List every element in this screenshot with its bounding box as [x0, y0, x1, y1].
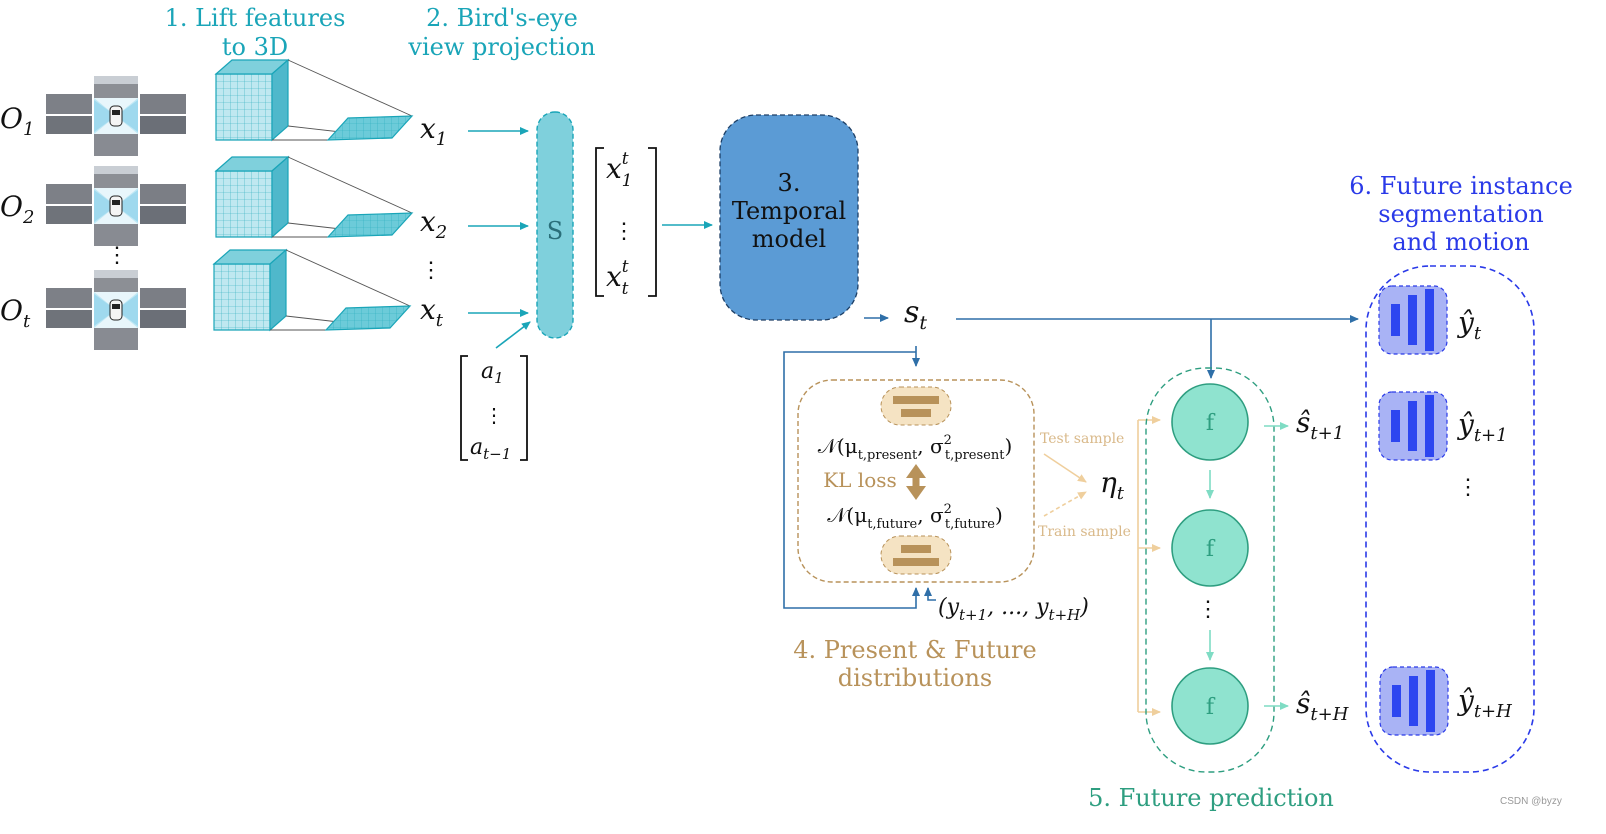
svg-text:and motion: and motion [1392, 228, 1529, 256]
camera-rig-image [45, 75, 187, 157]
step-2-heading: 2. Bird's-eye view projection [407, 4, 595, 61]
arrow [924, 587, 936, 601]
output-label: ŷt+H [1456, 684, 1512, 722]
svg-text:f: f [1206, 411, 1216, 436]
feature-cube-1 [215, 59, 413, 141]
spatial-label: S [547, 217, 563, 245]
action-label: a1 [481, 359, 504, 387]
observation-t: Ot [0, 269, 187, 351]
svg-text:1. Lift features: 1. Lift features [165, 4, 346, 32]
spatial-module: S [536, 111, 574, 339]
feature-label: xt [420, 293, 444, 331]
svg-text:view projection: view projection [407, 33, 595, 61]
svg-text:6. Future instance: 6. Future instance [1349, 172, 1573, 200]
f-node-H: f [1171, 667, 1249, 745]
vertical-dots: ⋮ [420, 258, 442, 283]
output-label: ŷt+1 [1456, 408, 1508, 446]
kl-loss-label: KL loss [823, 468, 897, 492]
state-label: st [904, 295, 927, 334]
arrow [495, 321, 531, 349]
svg-text:Temporal: Temporal [732, 197, 846, 225]
test-sample-label: Test sample [1040, 431, 1124, 447]
svg-text:f: f [1206, 537, 1216, 562]
observation-label: O2 [0, 190, 34, 228]
predicted-state-label: ŝt+H [1296, 687, 1349, 725]
svg-text:2. Bird's-eye: 2. Bird's-eye [426, 4, 578, 32]
decoder-icon [1378, 285, 1448, 355]
train-sample-label: Train sample [1038, 524, 1131, 540]
f-node-2: f [1171, 509, 1249, 587]
arrow [783, 351, 920, 609]
vertical-dots: ⋮ [1197, 597, 1219, 622]
camera-rig-image [45, 269, 187, 351]
vertical-dots: ⋮ [484, 403, 504, 427]
observation-1: O1 [0, 75, 187, 157]
vertical-dots: ⋮ [1457, 475, 1479, 500]
temporal-model-block: 3. Temporal model [719, 114, 859, 321]
arrow [1043, 453, 1087, 483]
instance-segmentation-block: ŷt ŷt+1 ⋮ ŷt+H [1365, 265, 1535, 773]
observation-2: O2 [0, 165, 187, 247]
svg-text:to 3D: to 3D [222, 33, 288, 61]
action-label: at−1 [470, 435, 511, 463]
svg-text:model: model [752, 225, 826, 253]
camera-rig-image [45, 165, 187, 247]
decoder-icon [1379, 666, 1449, 736]
vertical-dots: ⋮ [613, 219, 635, 244]
future-encoder-icon [880, 535, 952, 575]
future-prediction-block: f f ⋮ f [1145, 367, 1275, 773]
svg-text:f: f [1206, 695, 1216, 720]
f-node-1: f [1171, 383, 1249, 461]
svg-text:4. Present & Future: 4. Present & Future [793, 636, 1036, 664]
step-1-heading: 1. Lift features to 3D [165, 4, 346, 61]
feature-cube-t [213, 249, 411, 331]
output-label: ŷt [1456, 306, 1482, 344]
svg-text:3.: 3. [778, 169, 801, 197]
feature-label: x1 [420, 112, 447, 150]
step-5-heading: 5. Future prediction [1088, 784, 1334, 812]
vertical-dots: ⋮ [106, 243, 128, 268]
feature-label: x2 [420, 205, 447, 243]
present-encoder-icon [880, 386, 952, 426]
observation-label: O1 [0, 102, 34, 140]
noise-label: ηt [1100, 466, 1125, 504]
future-labels: (yt+1, ..., yt+H) [938, 595, 1089, 624]
actions-vector: a1 ⋮ at−1 [460, 355, 528, 463]
arrow [1043, 491, 1087, 517]
kl-loss-double-arrow [906, 464, 926, 500]
step-6-heading: 6. Future instance segmentation and moti… [1349, 172, 1573, 256]
watermark: CSDN @byzy [1500, 796, 1562, 807]
step-4-heading: 4. Present & Future distributions [793, 636, 1036, 692]
feature-cube-2 [215, 156, 413, 238]
observation-label: Ot [0, 294, 31, 332]
svg-text:segmentation: segmentation [1378, 200, 1543, 228]
svg-text:distributions: distributions [838, 664, 993, 692]
decoder-icon [1378, 391, 1448, 461]
predicted-state-label: ŝt+1 [1296, 406, 1344, 444]
